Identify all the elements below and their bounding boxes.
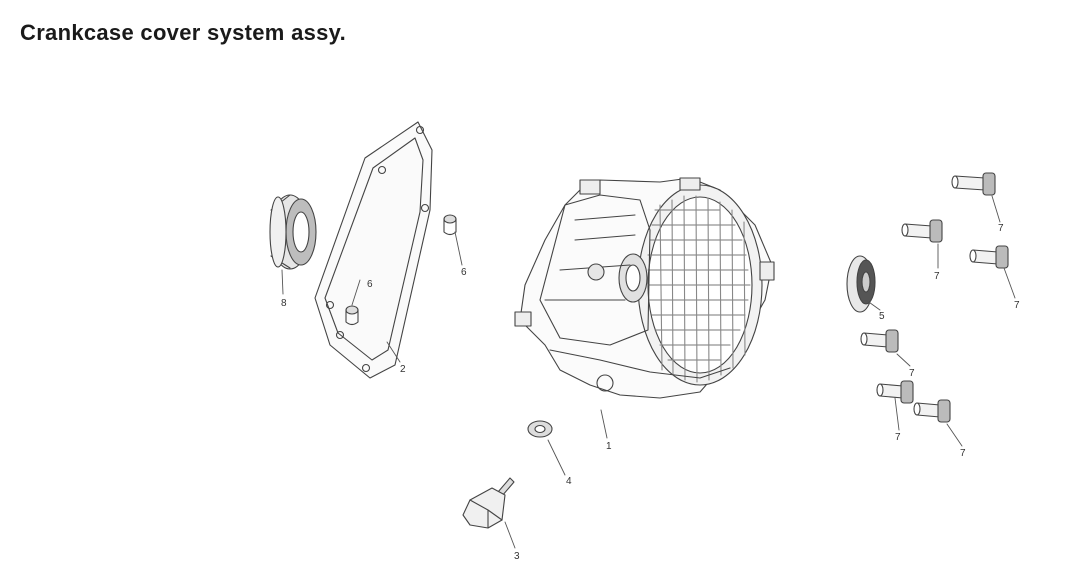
leader-lines: [281, 195, 1016, 549]
dowel-pin-part-6-lower: [346, 306, 358, 325]
callout-6: 6: [461, 267, 467, 278]
oil-seal-part-8: [270, 195, 316, 269]
bolt-part-7-f: [914, 400, 950, 422]
diagram-title: Crankcase cover system assy.: [20, 20, 346, 45]
drain-plug-part-3: [463, 478, 514, 528]
callout-1: 1: [606, 441, 612, 452]
callout-2: 2: [400, 364, 406, 375]
callout-8: 8: [281, 298, 287, 309]
callout-7-c: 7: [1014, 300, 1020, 311]
callout-3: 3: [514, 551, 520, 562]
dowel-pin-part-6: [444, 215, 456, 235]
bolt-part-7-e: [877, 381, 913, 403]
callout-7-e: 7: [895, 432, 901, 443]
bolt-part-7-c: [970, 246, 1008, 268]
bolt-part-7-d: [861, 330, 898, 352]
bolt-part-7-b: [902, 220, 942, 242]
callout-7-f: 7: [960, 448, 966, 459]
callout-7-a: 7: [998, 223, 1004, 234]
gasket-part-2: [315, 122, 432, 378]
bolt-part-7-a: [952, 173, 995, 195]
callout-7-d: 7: [909, 368, 915, 379]
callout-4: 4: [566, 476, 572, 487]
callout-5: 5: [879, 311, 885, 322]
callout-7-b: 7: [934, 271, 940, 282]
oil-seal-part-5: [847, 256, 875, 312]
callout-6-lower: 6: [367, 279, 373, 290]
crankcase-cover-part-1: [515, 178, 774, 398]
washer-part-4: [528, 421, 552, 437]
